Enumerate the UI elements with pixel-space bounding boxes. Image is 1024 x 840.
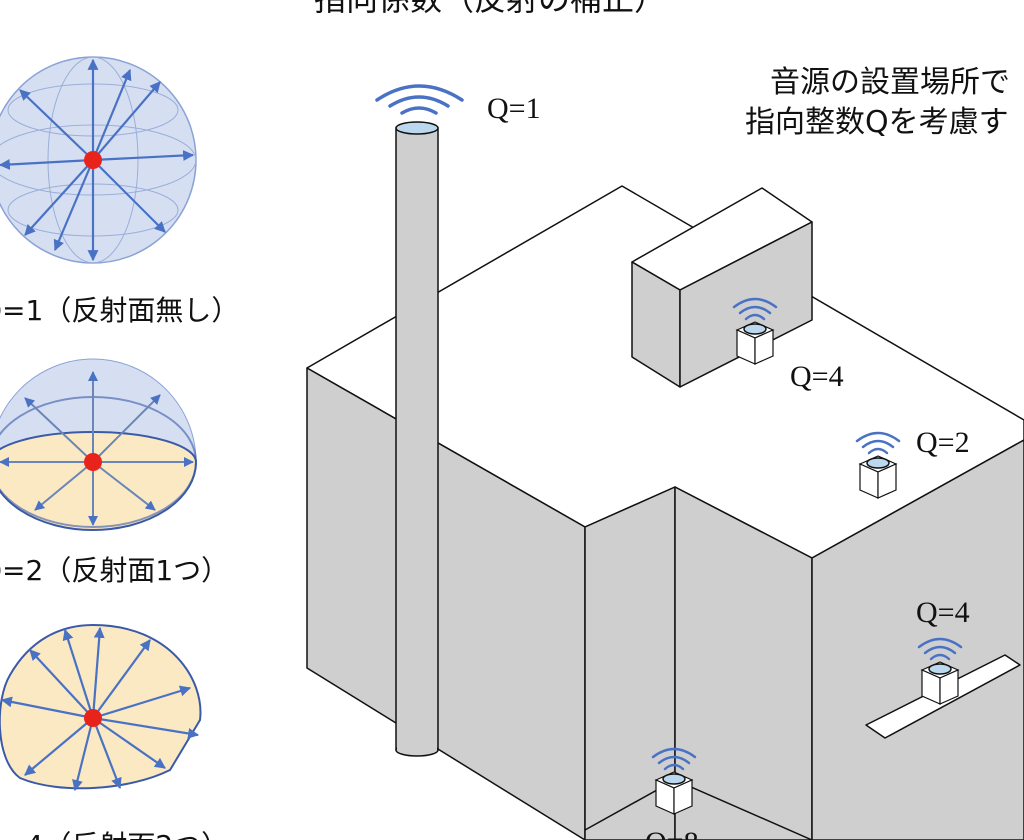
sphere-q1-illustration — [0, 56, 197, 264]
legend-label-q4: Q=4（反射面2つ） — [0, 829, 229, 840]
building — [306, 185, 1024, 840]
note-line2: 指向整数Qを考慮す — [745, 105, 1009, 140]
source-label-q8: Q=8 — [645, 826, 699, 840]
title: 指向係数（反射の補正） — [314, 0, 666, 18]
rooftop-box — [631, 187, 813, 388]
legend-label-q1: Q=1（反射面無し） — [0, 294, 239, 327]
source-label-q4-strip: Q=4 — [916, 596, 970, 629]
source-label-q2: Q=2 — [916, 426, 970, 459]
quarter-sphere-q4-illustration — [0, 623, 202, 792]
source-label-q1: Q=1 — [487, 92, 541, 125]
legend-label-q2: Q=2（反射面1つ） — [0, 554, 229, 587]
hemisphere-q2-illustration — [0, 358, 198, 531]
chimney — [375, 84, 464, 757]
source-label-q4-box: Q=4 — [790, 360, 844, 393]
note-line1: 音源の設置場所で — [770, 65, 1010, 100]
